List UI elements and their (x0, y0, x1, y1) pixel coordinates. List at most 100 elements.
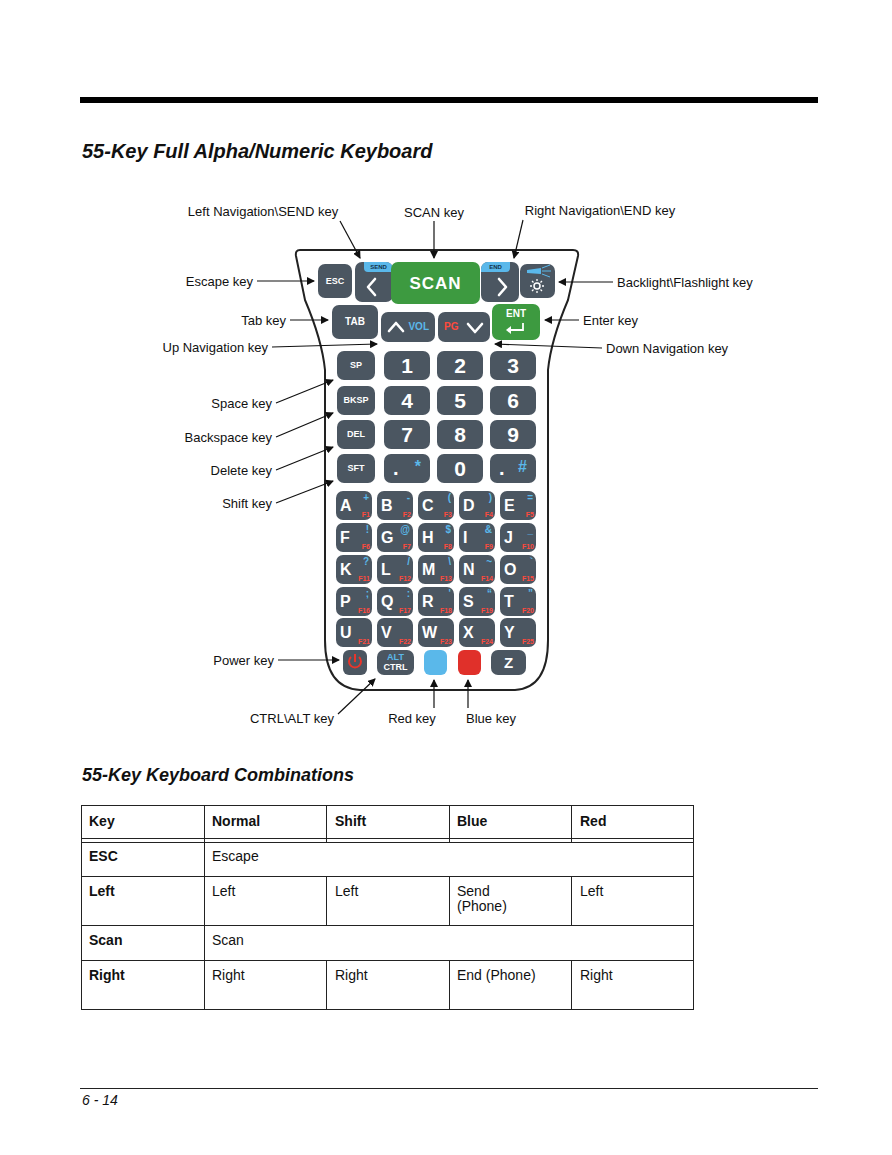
key-label: CTRL (377, 663, 414, 672)
key-tab-label: END (481, 262, 510, 272)
key-label: ESC (318, 277, 352, 286)
keyboard-key: F!F6 (336, 523, 372, 552)
keyboard-key: V F22 (377, 618, 413, 647)
keyboard-key: P;F16 (336, 587, 372, 616)
key-letter: S (463, 594, 474, 610)
keyboard-key: PG (438, 312, 490, 342)
table-cell: Escape (212, 849, 259, 864)
keyboard-key: G@F7 (377, 523, 413, 552)
keyboard-key: END (481, 262, 519, 302)
keyboard-key: 9 (490, 420, 536, 449)
key-label: SCAN (391, 275, 480, 292)
keyboard-key: 4 (384, 386, 430, 415)
callout-label: Delete key (211, 463, 272, 478)
callout-label: Shift key (222, 496, 272, 511)
table-header-cell: Blue (457, 814, 487, 829)
keyboard-key: R'F18 (418, 587, 454, 616)
keyboard-key: SP (337, 351, 375, 380)
key-letter: R (422, 594, 434, 610)
table-header-cell: Shift (335, 814, 366, 829)
key-letter: Q (381, 594, 393, 610)
keyboard-key: .# (490, 454, 536, 483)
chevron-icon (465, 320, 485, 336)
callout-label: Enter key (583, 313, 638, 328)
key-function: F3 (444, 511, 452, 518)
keyboard-key: TAB (332, 305, 378, 339)
key-tab-label: SEND (364, 262, 393, 272)
table-cell: Right (212, 968, 245, 983)
keyboard-key: BKSP (337, 386, 375, 415)
key-function: F14 (481, 575, 493, 582)
keyboard-key: U F21 (336, 618, 372, 647)
leader-line (257, 220, 613, 714)
key-function: F23 (440, 638, 452, 645)
key-letter: F (340, 530, 350, 546)
key-function: F22 (399, 638, 411, 645)
callout-label: Escape key (186, 274, 253, 289)
key-letter: N (463, 562, 475, 578)
callout-label: Right Navigation\END key (525, 203, 675, 218)
keyboard-key: M\F13 (418, 555, 454, 584)
key-letter: G (381, 530, 393, 546)
key-symbol: - (407, 493, 410, 503)
key-symbol: + (363, 493, 369, 503)
key-function: F5 (526, 511, 534, 518)
keyboard-key: I&F9 (459, 523, 495, 552)
red-key (458, 650, 481, 675)
callout-label: Red key (388, 711, 436, 726)
keyboard-key: WF23 (418, 618, 454, 647)
key-label: 3 (490, 355, 536, 376)
key-label: 5 (437, 390, 483, 411)
key-function: F25 (522, 638, 534, 645)
key-function: F7 (403, 543, 411, 550)
keyboard-key: SEND (355, 262, 393, 302)
key-symbol: $ (445, 525, 451, 535)
key-symbol: ” (528, 589, 533, 599)
keyboard-key: N~F14 (459, 555, 495, 584)
key-label: VOL (408, 322, 429, 332)
enter-icon (504, 322, 528, 336)
key-letter: H (422, 530, 434, 546)
table-header-cell: Normal (212, 814, 260, 829)
table-key-cell: ESC (89, 849, 118, 864)
key-function: F16 (358, 607, 370, 614)
key-function: F21 (358, 638, 370, 645)
top-rule (80, 97, 818, 103)
key-label: BKSP (337, 396, 375, 405)
section-heading: 55-Key Keyboard Combinations (82, 765, 354, 786)
keyboard-key: 1 (384, 351, 430, 380)
key-function: F19 (481, 607, 493, 614)
key-letter: U (340, 625, 352, 641)
key-label: 4 (384, 390, 430, 411)
keyboard-key: ENT (492, 304, 540, 340)
callout-label: Left Navigation\SEND key (188, 204, 338, 219)
keyboard-key: ESC (318, 264, 352, 298)
keyboard-key: 2 (437, 351, 483, 380)
key-letter: K (340, 562, 352, 578)
key-symbol: = (527, 493, 533, 503)
key-letter: V (381, 625, 392, 641)
page-number: 6 - 14 (82, 1092, 118, 1108)
key-symbol: ` (530, 557, 533, 567)
page-title: 55-Key Full Alpha/Numeric Keyboard (82, 140, 432, 163)
key-function: F18 (440, 607, 452, 614)
table-header-cell: Red (580, 814, 606, 829)
keyboard-key: H $ F8 (418, 523, 454, 552)
callout-label: Down Navigation key (606, 341, 728, 356)
key-function: F8 (444, 543, 452, 550)
keyboard-key: L/F12 (377, 555, 413, 584)
key-label: 7 (384, 424, 430, 445)
callout-label: SCAN key (404, 205, 464, 220)
keyboard-key: Q:F17 (377, 587, 413, 616)
key-symbol: : (407, 589, 410, 599)
key-function: F15 (522, 575, 534, 582)
key-symbol: _ (527, 525, 533, 535)
key-label: ENT (492, 309, 540, 319)
table-cell: Left (580, 884, 603, 899)
key-letter: A (340, 498, 352, 514)
table-key-cell: Scan (89, 933, 122, 948)
key-label: 2 (437, 355, 483, 376)
keyboard-key: .* (384, 454, 430, 483)
key-function: F11 (358, 575, 370, 582)
